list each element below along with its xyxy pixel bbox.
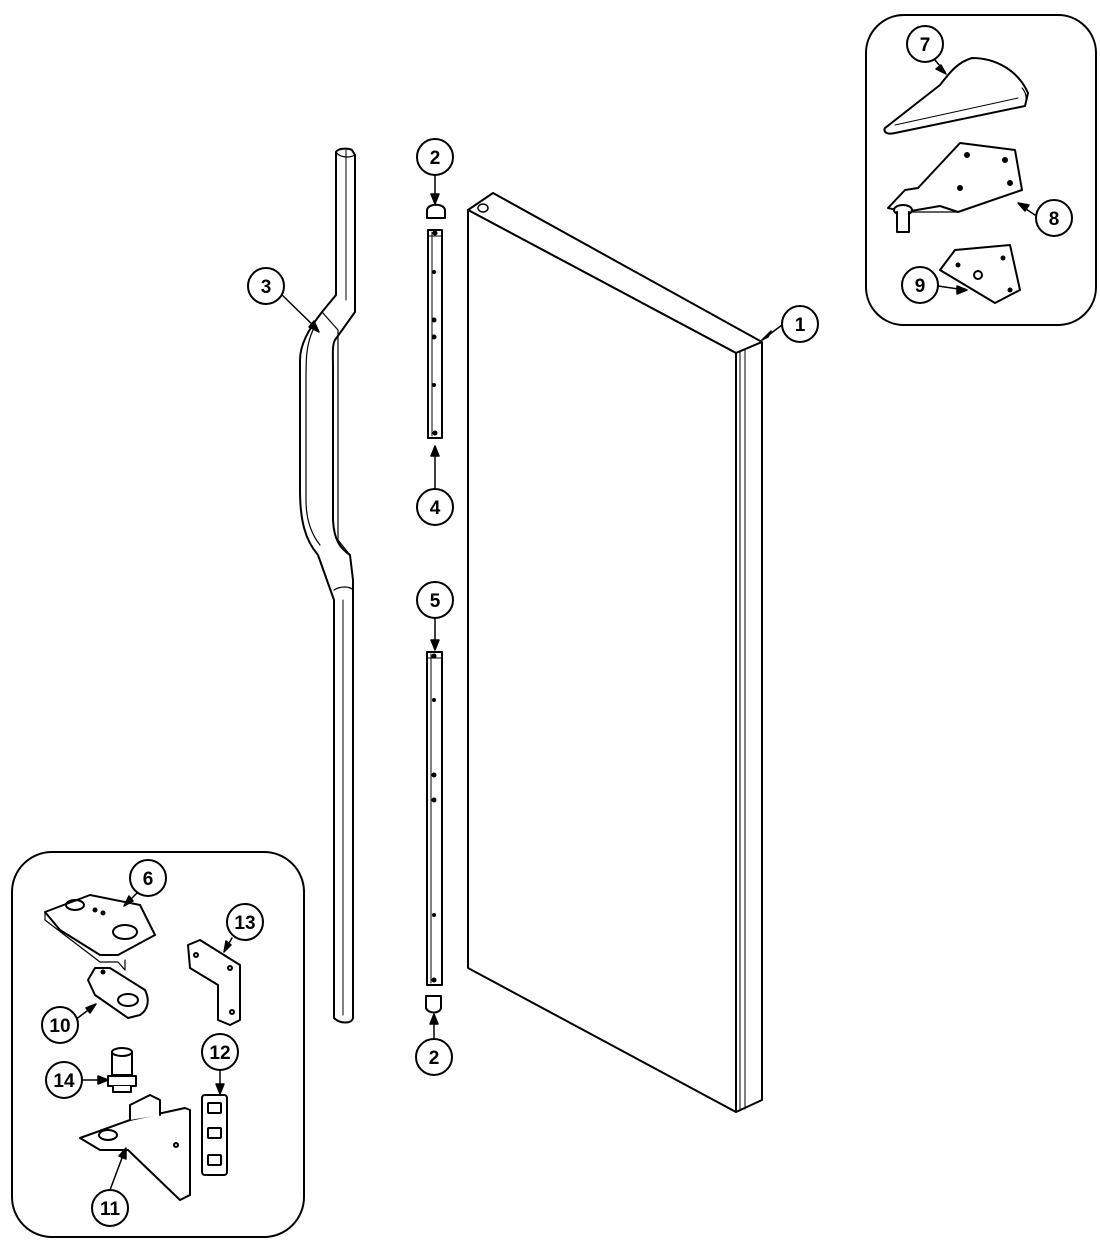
- door-stop-12: [201, 1094, 228, 1176]
- hinge-cover: [883, 57, 1029, 135]
- callout-2-top: 2: [416, 138, 454, 176]
- callout-9-label: 9: [915, 276, 926, 297]
- callout-8: 8: [1035, 199, 1073, 237]
- end-cap-top: [426, 203, 446, 219]
- callout-10: 10: [41, 1006, 79, 1044]
- callout-7-label: 7: [920, 35, 931, 56]
- callout-12-label: 12: [209, 1043, 230, 1064]
- callout-8-label: 8: [1049, 209, 1060, 230]
- callout-14: 14: [45, 1061, 83, 1099]
- callout-9: 9: [901, 266, 939, 304]
- callout-10-label: 10: [49, 1016, 70, 1037]
- callout-4-label: 4: [430, 498, 441, 519]
- callout-2-bottom: 2: [415, 1038, 453, 1076]
- callout-2-bottom-label: 2: [429, 1048, 440, 1069]
- callout-13-label: 13: [234, 913, 255, 934]
- callout-3-label: 3: [261, 277, 272, 298]
- inset-frame-bottom-left: [11, 851, 305, 1238]
- hinge-plate-10: [87, 967, 149, 1019]
- callout-4: 4: [416, 488, 454, 526]
- callout-12: 12: [201, 1033, 239, 1071]
- upper-trim-strip: [427, 229, 443, 439]
- callout-5: 5: [416, 581, 454, 619]
- hinge-shim: [939, 244, 1021, 304]
- callout-7: 7: [906, 25, 944, 63]
- lower-hinge-6: [44, 894, 156, 971]
- lower-hinge-bracket-11: [79, 1094, 191, 1201]
- leader-lines: [74, 59, 1036, 1191]
- inset-frame-top-right: [865, 14, 1097, 326]
- callout-3: 3: [247, 267, 285, 305]
- door-panel: [467, 192, 763, 1113]
- hinge-bracket-13: [187, 939, 241, 1026]
- callout-6: 6: [129, 859, 167, 897]
- end-cap-bottom: [425, 995, 442, 1014]
- callout-5-label: 5: [430, 591, 441, 612]
- callout-2-top-label: 2: [430, 148, 441, 169]
- callout-11: 11: [91, 1189, 129, 1227]
- lower-trim-strip: [426, 651, 443, 986]
- callout-1-label: 1: [795, 315, 806, 336]
- callout-6-label: 6: [143, 869, 154, 890]
- hinge-pin-14: [107, 1047, 137, 1093]
- door-handle: [299, 147, 356, 1024]
- upper-hinge: [887, 142, 1023, 233]
- callout-14-label: 14: [53, 1071, 75, 1092]
- callout-1: 1: [781, 305, 819, 343]
- callout-11-label: 11: [100, 1199, 121, 1220]
- callout-13: 13: [226, 903, 264, 941]
